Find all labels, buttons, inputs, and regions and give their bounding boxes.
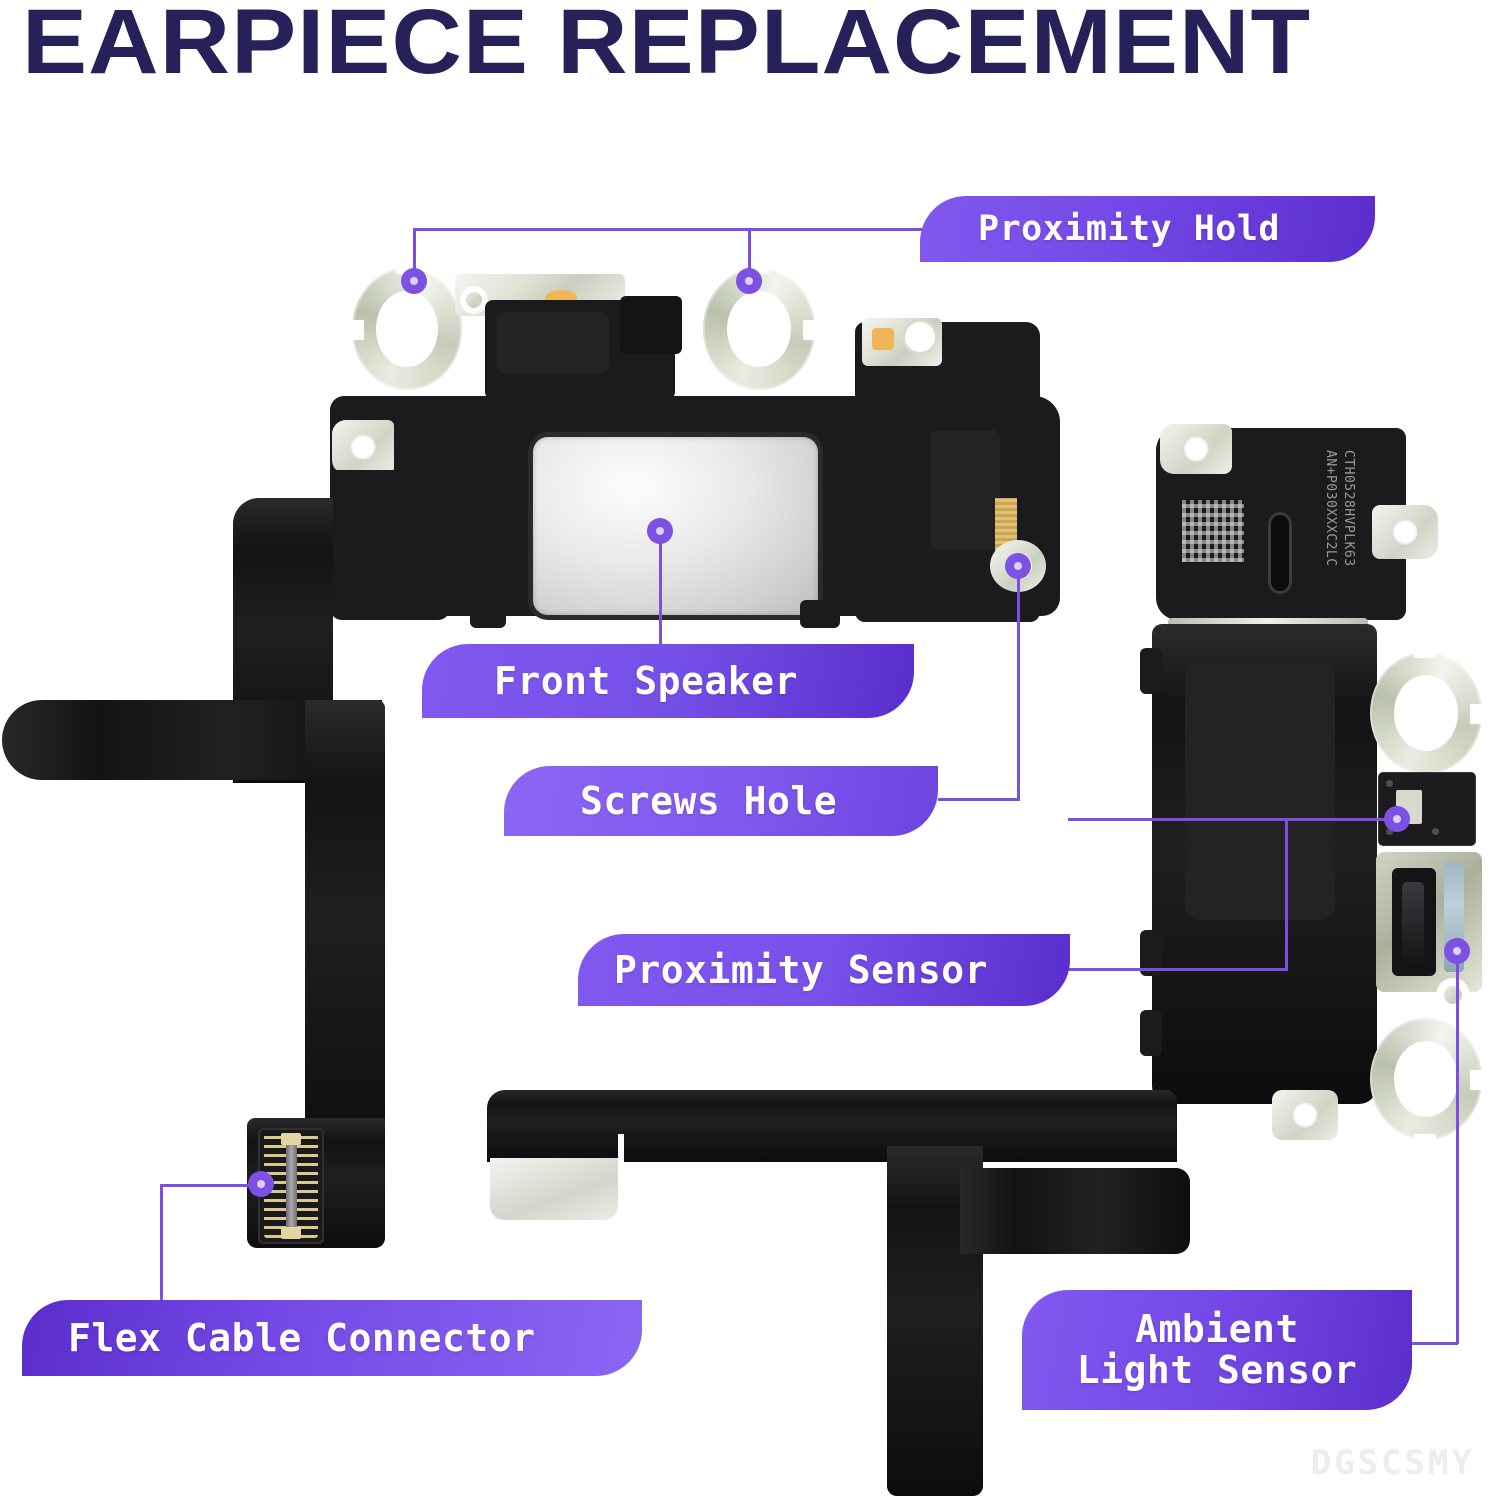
speaker-screw-tab-left xyxy=(332,420,394,474)
sensor-module-silver-edge xyxy=(1168,618,1368,628)
speaker-right-inner-cut xyxy=(930,430,1000,550)
watermark: DGSCSMY xyxy=(1310,1443,1475,1483)
sensor-module-slot xyxy=(1268,512,1292,594)
leader-ambient-horizontal xyxy=(1396,1342,1458,1345)
connector-cap-bottom xyxy=(281,1227,301,1239)
leader-ambient-vertical xyxy=(1456,962,1459,1344)
sensor-flex-tab-2 xyxy=(1140,930,1162,976)
leader-front-speaker xyxy=(659,530,662,658)
callout-proximity-sensor-label: Proximity Sensor xyxy=(614,948,989,992)
marker-proximity-sensor xyxy=(1384,806,1410,832)
leader-proximity-sensor-horizontal xyxy=(1068,818,1390,821)
proximity-sensor-dot-a xyxy=(1386,780,1393,787)
leader-screws-hole-vertical xyxy=(1017,578,1020,800)
sensor-flex-tab-1 xyxy=(1140,648,1162,694)
speaker-left-foot xyxy=(330,470,450,620)
sensor-ring-clip-upper xyxy=(1370,649,1484,774)
speaker-gold-pad-right xyxy=(872,328,894,350)
sensor-bracket-hook xyxy=(1436,978,1470,1012)
leader-flex-connector-horizontal xyxy=(160,1184,260,1187)
callout-flex-cable-connector-label: Flex Cable Connector xyxy=(68,1316,536,1360)
speaker-upper-housing-inner xyxy=(497,312,609,374)
bottom-flex-elbow xyxy=(960,1168,1190,1254)
callout-ambient-light-sensor-line2: Light Sensor xyxy=(1076,1348,1358,1392)
marker-flex-cable-connector xyxy=(248,1171,274,1197)
leader-proximity-sensor-stub xyxy=(1285,818,1288,970)
serial-line-2: AN+P030XXXC2LC xyxy=(1323,450,1338,567)
leader-proximity-sensor-tolabel xyxy=(1068,968,1288,971)
leader-screws-hole-horizontal xyxy=(938,798,1020,801)
leader-proximity-hold-drop-left xyxy=(413,228,416,280)
bottom-flex-notch xyxy=(618,1134,624,1164)
sensor-screw-tab-bottom xyxy=(1272,1090,1338,1140)
sensor-flex-tab-3 xyxy=(1140,1010,1162,1056)
sensor-flex-inner-panel xyxy=(1185,660,1335,920)
datamatrix-code xyxy=(1182,500,1244,562)
flex-segment-vertical-long xyxy=(305,700,385,1170)
sensor-ring-clip-lower xyxy=(1370,1018,1484,1143)
callout-proximity-hold[interactable]: Proximity Hold xyxy=(920,196,1375,262)
callout-front-speaker[interactable]: Front Speaker xyxy=(422,644,914,718)
marker-proximity-hold-right xyxy=(736,268,762,294)
speaker-upper-notch xyxy=(620,296,682,354)
leader-proximity-hold-drop-right xyxy=(748,228,751,280)
marker-screws-hole xyxy=(1005,553,1031,579)
serial-line-1: CTH0528HVPLK63 xyxy=(1341,450,1356,567)
proximity-sensor-dot-c xyxy=(1432,828,1439,835)
marker-front-speaker xyxy=(647,518,673,544)
callout-screws-hole-label: Screws Hole xyxy=(580,779,838,823)
leader-flex-connector-vertical xyxy=(160,1184,163,1300)
sensor-screw-tab-right xyxy=(1372,505,1438,559)
receiver-slot-inner xyxy=(1402,882,1424,962)
speaker-diaphragm xyxy=(528,432,823,620)
callout-proximity-sensor[interactable]: Proximity Sensor xyxy=(578,934,1070,1006)
connector-cap-top xyxy=(281,1133,301,1145)
callout-flex-cable-connector[interactable]: Flex Cable Connector xyxy=(22,1300,642,1376)
bottom-flex-silver-pad xyxy=(490,1158,618,1220)
marker-proximity-hold-left xyxy=(401,268,427,294)
sensor-screw-tab-topleft xyxy=(1160,424,1232,474)
callout-screws-hole[interactable]: Screws Hole xyxy=(504,766,938,836)
proximity-hold-clip-right xyxy=(703,265,817,390)
callout-proximity-hold-label: Proximity Hold xyxy=(978,209,1281,249)
connector-center-rail xyxy=(286,1136,297,1236)
speaker-bottom-nub-left xyxy=(470,600,506,628)
page-title: EARPIECE REPLACEMENT xyxy=(22,0,1312,93)
proximity-sensor-dot-b xyxy=(1386,828,1393,835)
callout-ambient-light-sensor-line1: Ambient xyxy=(1135,1306,1299,1351)
speaker-bottom-nub-right xyxy=(800,600,840,628)
marker-ambient-light-sensor xyxy=(1444,938,1470,964)
speaker-right-eyelet xyxy=(905,322,935,352)
speaker-small-eyelet xyxy=(460,286,488,314)
callout-ambient-light-sensor[interactable]: Ambient Light Sensor xyxy=(1022,1290,1412,1410)
callout-front-speaker-label: Front Speaker xyxy=(494,659,798,703)
bottom-flex-horizontal xyxy=(487,1090,1177,1162)
leader-proximity-hold-horizontal xyxy=(413,228,953,231)
